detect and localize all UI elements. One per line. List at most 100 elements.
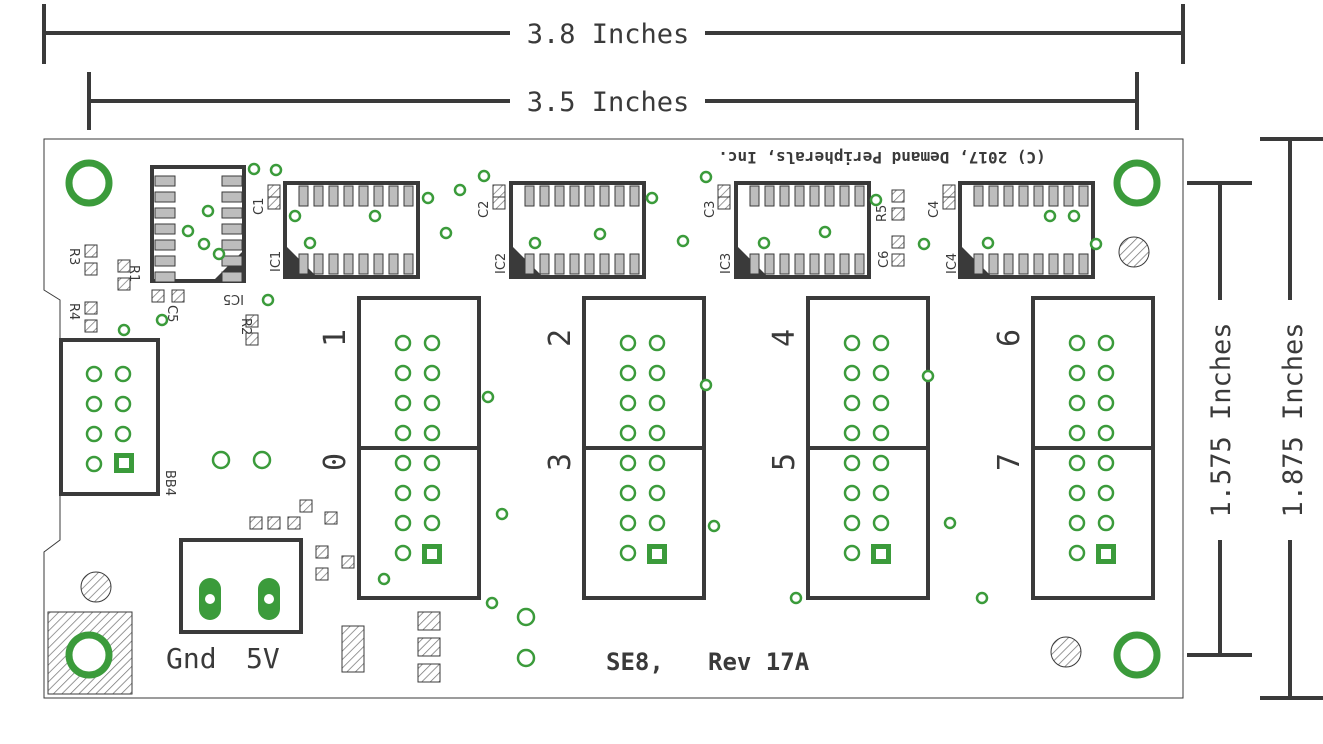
ic5-pin xyxy=(154,191,176,203)
ic5-pin xyxy=(154,207,176,219)
smd-pad xyxy=(315,567,329,581)
ic5-label: IC5 xyxy=(223,291,244,306)
ic-pin xyxy=(614,185,625,207)
via xyxy=(981,236,995,250)
via xyxy=(975,591,989,605)
smd-pad xyxy=(117,259,131,273)
ic-pin xyxy=(373,253,384,275)
via xyxy=(481,390,495,404)
connector-pin xyxy=(843,394,861,412)
connector-pin xyxy=(423,514,441,532)
smd-pad xyxy=(717,184,731,198)
bb4-label: BB4 xyxy=(162,470,177,496)
connector-pin xyxy=(843,514,861,532)
via xyxy=(485,596,499,610)
connector-pin xyxy=(394,514,412,532)
ic-pin xyxy=(403,185,414,207)
smd-pad xyxy=(717,196,731,210)
connector-label: 5 xyxy=(767,453,802,471)
ic-pin xyxy=(839,185,850,207)
ic-pin xyxy=(779,253,790,275)
connector-pin xyxy=(1068,394,1086,412)
board-outline xyxy=(43,138,1184,699)
connector-block-2: 23 xyxy=(543,296,706,600)
ic-pin xyxy=(554,185,565,207)
smd-pad xyxy=(267,516,281,530)
ic5-pin xyxy=(154,175,176,187)
smd-pad xyxy=(417,663,441,683)
ic5-pin xyxy=(154,255,176,267)
via xyxy=(211,450,231,470)
ic-pin xyxy=(539,253,550,275)
revision-label: Rev 17A xyxy=(708,648,810,676)
ic-pin xyxy=(1033,253,1044,275)
r3-label: R3 xyxy=(66,248,81,265)
connector-pin xyxy=(648,514,666,532)
via xyxy=(1067,209,1081,223)
smd-pad xyxy=(84,301,98,315)
mounting-holes xyxy=(47,159,1161,695)
ic-pin xyxy=(554,253,565,275)
connector-pin xyxy=(619,394,637,412)
ic-pin xyxy=(794,185,805,207)
via xyxy=(699,170,713,184)
fiducial xyxy=(1118,236,1150,268)
header-pin xyxy=(114,365,132,383)
ic5-pin xyxy=(221,271,243,283)
connector-pin xyxy=(619,454,637,472)
ic-pin xyxy=(1078,253,1089,275)
via xyxy=(699,378,713,392)
smd-pad xyxy=(942,196,956,210)
connector-pin xyxy=(648,334,666,352)
connector-pin xyxy=(394,364,412,382)
ic-pin xyxy=(1063,185,1074,207)
r1-label: R1 xyxy=(126,265,141,282)
ic5-pin xyxy=(221,175,243,187)
ic-pin xyxy=(539,185,550,207)
ic-pin xyxy=(373,185,384,207)
connector-pin xyxy=(1097,484,1115,502)
smd-pad xyxy=(891,253,905,267)
connector-pin xyxy=(1068,424,1086,442)
via xyxy=(869,193,883,207)
via xyxy=(917,237,931,251)
connector-label: 7 xyxy=(992,453,1027,471)
ic-pin xyxy=(599,185,610,207)
ic1-chip xyxy=(283,181,420,279)
connector-pin xyxy=(843,544,861,562)
connector-pin xyxy=(1068,484,1086,502)
ic-pin xyxy=(824,185,835,207)
connector-pin xyxy=(394,544,412,562)
via xyxy=(368,209,382,223)
ic-pin xyxy=(298,185,309,207)
connector-pin xyxy=(1068,334,1086,352)
ic-pin xyxy=(1063,253,1074,275)
connector-pin xyxy=(619,424,637,442)
via xyxy=(676,234,690,248)
via xyxy=(377,572,391,586)
connector-pin xyxy=(1097,364,1115,382)
ic5-chip xyxy=(150,165,246,283)
via xyxy=(528,236,542,250)
connector-pin xyxy=(423,424,441,442)
copyright-text: (C) 2017, Demand Peripherals, Inc. xyxy=(718,148,1046,167)
power-terminal: Gnd 5V xyxy=(166,538,303,675)
via xyxy=(757,236,771,250)
ic-pin xyxy=(973,253,984,275)
ic-pin xyxy=(313,185,324,207)
fiducial xyxy=(80,571,112,603)
via xyxy=(117,323,131,337)
connector-pin xyxy=(1068,544,1086,562)
connector-pin xyxy=(1097,454,1115,472)
connector-pin xyxy=(872,514,890,532)
via xyxy=(439,226,453,240)
5v-label: 5V xyxy=(246,642,280,675)
ic-pin xyxy=(854,253,865,275)
smd-pad xyxy=(245,332,259,346)
via xyxy=(921,369,935,383)
connector-pin xyxy=(619,364,637,382)
smd-pad xyxy=(315,545,329,559)
smd-pad xyxy=(267,184,281,198)
via xyxy=(645,191,659,205)
